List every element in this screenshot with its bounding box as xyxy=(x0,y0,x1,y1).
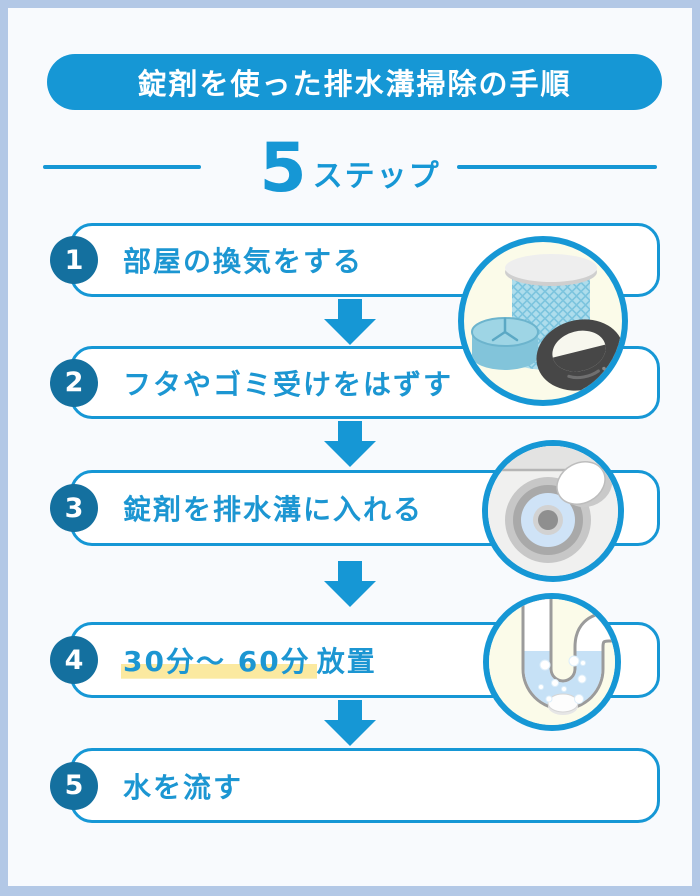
header-banner: 錠剤を使った排水溝掃除の手順 xyxy=(47,54,662,110)
down-arrow-icon xyxy=(322,421,378,471)
step-number-badge: 1 xyxy=(50,236,98,284)
step-number-badge: 5 xyxy=(50,761,98,810)
drain-parts-illustration xyxy=(458,236,628,406)
step-count: 5 xyxy=(259,129,307,208)
page-title: 錠剤を使った排水溝掃除の手順 xyxy=(137,67,572,101)
step-number-badge: 2 xyxy=(50,358,98,407)
step-count-unit: ステップ xyxy=(312,159,441,194)
subtitle-left-line xyxy=(43,165,202,169)
down-arrow-icon xyxy=(322,700,378,750)
subtitle-right-line xyxy=(456,165,657,169)
step-label: 部屋の換気をする xyxy=(123,245,364,278)
down-arrow-icon xyxy=(322,299,378,349)
step-number-badge: 4 xyxy=(50,636,98,684)
step-box-2: 2 フタやゴミ受けをはずす xyxy=(50,346,660,419)
highlighted-duration-text: 30分〜 60分 xyxy=(121,645,317,680)
step-label: フタやゴミ受けをはずす xyxy=(123,367,454,401)
step-number-badge: 3 xyxy=(50,484,98,532)
infographic-card: 錠剤を使った排水溝掃除の手順 5 ステップ 1 部屋の換気をする 2 フタやゴミ… xyxy=(8,8,692,886)
subtitle-row: 5 ステップ xyxy=(8,129,692,205)
pipe-trap-bubbles-illustration xyxy=(483,593,621,731)
step-label: 錠剤を排水溝に入れる xyxy=(123,493,424,526)
step-box-5: 5 水を流す xyxy=(50,748,660,823)
drain-hole-tablet-illustration xyxy=(482,440,624,582)
step-label: 水を流す xyxy=(123,770,244,804)
down-arrow-icon xyxy=(322,561,378,611)
step-label: 30分〜 60分放置 xyxy=(121,640,377,680)
step-label-rest: 放置 xyxy=(316,645,377,678)
